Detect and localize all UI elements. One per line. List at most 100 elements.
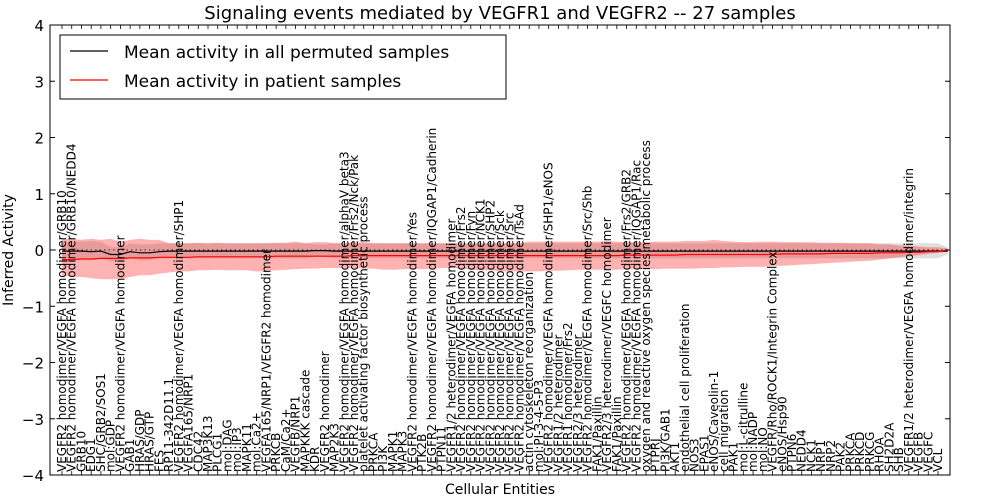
y-tick-label: −4 bbox=[22, 467, 44, 485]
x-tick-label: GRB10 bbox=[75, 431, 89, 472]
series-lines bbox=[62, 249, 948, 261]
x-tick-label: VEGFR2/3 heterodimer/VEGFC homodimer bbox=[600, 217, 614, 472]
x-tick-label: VEGFR2 homodimer/VEGFA homodimer bbox=[113, 235, 127, 472]
x-tick-label: mol:NO bbox=[756, 427, 770, 472]
x-tick-label: MAP3K13 bbox=[201, 415, 215, 472]
x-tick-label: eNOS/Caveolin-1 bbox=[707, 371, 721, 472]
chart-title: Signaling events mediated by VEGFR1 and … bbox=[204, 3, 795, 24]
x-tick-label: oxygen and reactive oxygen species metab… bbox=[639, 140, 653, 472]
x-tick-label: mol:GDP bbox=[104, 420, 118, 472]
y-tick-label: −1 bbox=[22, 298, 44, 316]
y-tick-label: −3 bbox=[22, 411, 44, 429]
x-tick-label: VEGFR/Rho/ROCK1/Integrin Complex bbox=[766, 251, 780, 472]
x-tick-label: PTPN11 bbox=[435, 426, 449, 472]
x-tick-label: VEGFR2 homodimer/VEGFA homodimer/Frs2/GR… bbox=[620, 169, 634, 472]
x-tick-label: VEGFC bbox=[921, 432, 935, 472]
x-tick-label: MAPKKK cascade bbox=[298, 370, 312, 472]
x-tick-label: VEGFR2 homodimer/VEGFA homodimer/SHP1/eN… bbox=[542, 162, 556, 472]
x-tick-label: PRKCG bbox=[863, 432, 877, 472]
x-tick-label: PRKCB bbox=[269, 433, 283, 472]
x-tick-label: VEGFR2 homodimer/VEGFA homodimer/Fyn bbox=[464, 211, 478, 472]
x-tick-label: VEGFA165/NRP1 bbox=[182, 374, 196, 472]
x-tick-label: PTPRJ bbox=[649, 438, 663, 472]
legend-label-patient: Mean activity in patient samples bbox=[124, 72, 401, 92]
x-tick-label: PTK2B bbox=[415, 434, 429, 472]
x-tick-label: VEGFR2 homodimer/VEGFA homodimer/GRB10/N… bbox=[65, 143, 79, 472]
x-tick-label: NRP1 bbox=[814, 440, 828, 472]
y-tick-label: 2 bbox=[34, 130, 44, 148]
x-tick-label: MAP2K3 bbox=[328, 423, 342, 472]
x-tick-label: HRAS/GTP bbox=[143, 412, 157, 472]
x-tick-label: KDR bbox=[308, 447, 322, 472]
x-tick-label: VEGFR2 homodimer/VEGFA homodimer/IQGAP1/… bbox=[425, 128, 439, 472]
x-tick-label: mol:L-citrulline bbox=[736, 383, 750, 472]
x-tick-label: VEGFR2/3 heterodimer bbox=[571, 334, 585, 472]
x-tick-label: eNOS/Hsp90 bbox=[775, 396, 789, 472]
x-tick-label: PRKCA bbox=[843, 432, 857, 472]
x-tick-label: VEGFR1 homodimer/Frs2 bbox=[561, 322, 575, 472]
x-tick-label: mol:IP3 bbox=[230, 427, 244, 472]
x-tick-label: MAPK1 bbox=[386, 431, 400, 472]
y-axis-label: Inferred Activity bbox=[1, 194, 17, 306]
x-tick-label: VEGFR2 homodimer/VEGFA homodimer/SHP1 bbox=[172, 200, 186, 472]
x-tick-label: NRP2 bbox=[824, 440, 838, 472]
line-permuted bbox=[62, 250, 948, 256]
x-tick-label: EPAS1 bbox=[697, 434, 711, 472]
x-tick-label: CDC42 bbox=[191, 431, 205, 472]
y-tick-label: 0 bbox=[34, 242, 44, 260]
x-tick-label: VEGFR2 homodimer/VEGFA homodimer/GRB10 bbox=[55, 190, 69, 472]
x-tick-label: NOS3 bbox=[688, 438, 702, 472]
x-tick-label: RHOA bbox=[873, 436, 887, 472]
x-tick-label: HRAS/GDP bbox=[133, 409, 147, 472]
x-tick-label: VCL bbox=[931, 448, 945, 472]
x-tick-label: VEGFR2 homodimer bbox=[318, 351, 332, 472]
x-tick-label: MAPK11 bbox=[240, 423, 254, 472]
x-tick-label: MAPK3 bbox=[396, 431, 410, 472]
x-tick-label: VEGFR2 homodimer/VEGFA homodimer/Yes bbox=[405, 212, 419, 472]
y-tick-label: 3 bbox=[34, 73, 44, 91]
x-tick-label: EDG1 bbox=[84, 438, 98, 472]
x-tick-label: VEGFR2 homodimer/VEGFA homodimer/Src bbox=[503, 212, 517, 472]
x-tick-label: NCK1 bbox=[805, 439, 819, 472]
x-tick-label: VEGFR2 homodimer/VEGFA homodimer/Src/Shb bbox=[581, 186, 595, 472]
x-tick-label: mol:PI-3-4-5-P3 bbox=[532, 380, 546, 472]
x-tick-label: SHB bbox=[892, 447, 906, 472]
x-tick-label: VEGFA165/NRP1/VEGFR2 homodimer bbox=[259, 249, 273, 472]
x-tick-label: VEGFB bbox=[912, 432, 926, 472]
x-tick-label: SHC/GRB2/SOS1 bbox=[94, 373, 108, 472]
line-patient bbox=[62, 249, 948, 261]
x-tick-label: mol:Ca2+ bbox=[250, 412, 264, 472]
x-tick-label: VEGFR2 homodimer/VEGFA homodimer/Frs2 bbox=[454, 207, 468, 472]
x-tick-label: FAK1/Paxillin bbox=[610, 396, 624, 472]
x-tick-label: PLCG1 bbox=[211, 433, 225, 472]
x-tick-label: platelet activating factor biosynthetic … bbox=[357, 196, 371, 472]
x-tick-label: mol:NADP bbox=[746, 412, 760, 472]
x-tick-label: SH2D2A bbox=[882, 422, 896, 472]
x-tick-label: mol:DAG bbox=[221, 419, 235, 472]
x-tick-label: FAK1/Paxillin bbox=[590, 396, 604, 472]
x-tick-label: VEGFR2 homodimer/VEGFA homodimer/SHP2 bbox=[483, 200, 497, 472]
x-tick-label: VEGFR2 homodimer/VEGFA homodimer/Frs2/Nc… bbox=[347, 155, 361, 472]
x-axis-label: Cellular Entities bbox=[445, 482, 555, 498]
x-tick-label: NEDD4 bbox=[795, 429, 809, 472]
x-tick-label: PAK1 bbox=[727, 442, 741, 472]
x-tick-label: PI3K bbox=[376, 445, 390, 472]
x-tick-label: cell migration bbox=[717, 390, 731, 472]
x-tick-label: CaM/Ca2+ bbox=[279, 408, 293, 472]
x-tick-label: VEGFB/NRP1 bbox=[289, 396, 303, 472]
x-tick-label: VEGFR2 homodimer/VEGFA homodimer/IQGAP1/… bbox=[629, 160, 643, 472]
x-tick-label: GAB1 bbox=[123, 439, 137, 472]
x-tick-label: FES bbox=[152, 450, 166, 472]
x-tick-label: PAK2 bbox=[834, 442, 848, 472]
x-tick-label: PRKCA bbox=[367, 432, 381, 472]
y-tick-label: 4 bbox=[34, 17, 44, 35]
x-tick-label: RP11-342D11.1 bbox=[162, 378, 176, 472]
x-axis: VEGFR2 homodimer/VEGFA homodimer/GRB10VE… bbox=[55, 25, 945, 475]
legend-box bbox=[59, 34, 507, 100]
legend: Mean activity in all permuted samples Me… bbox=[59, 34, 507, 100]
x-tick-label: AKT1 bbox=[668, 442, 682, 472]
x-tick-label: PTPN6 bbox=[785, 434, 799, 472]
x-tick-label: actin cytoskeleton reorganization bbox=[522, 272, 536, 472]
x-tick-label: PRKCD bbox=[853, 432, 867, 472]
